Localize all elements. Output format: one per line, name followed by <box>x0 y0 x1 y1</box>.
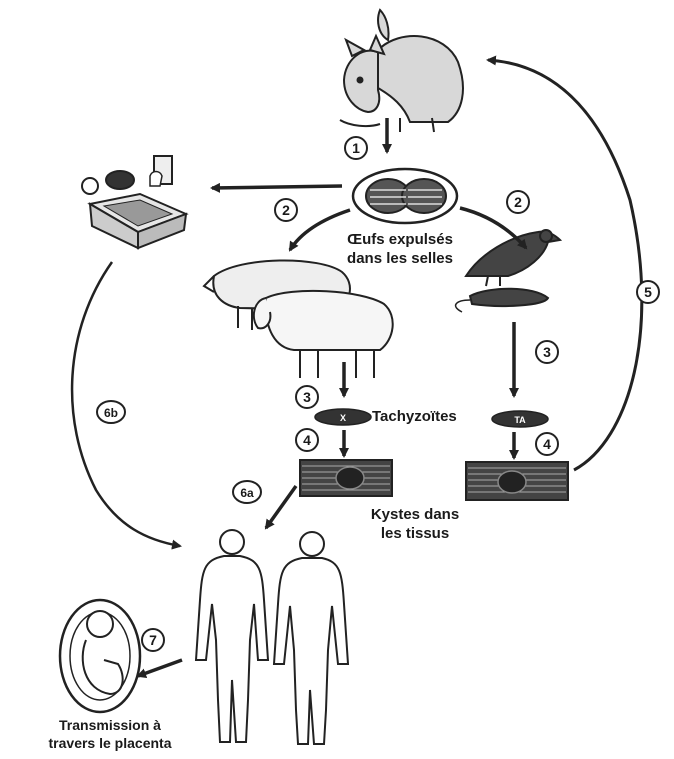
step-6b-marker: 6b <box>97 401 125 423</box>
svg-text:5: 5 <box>644 284 652 300</box>
svg-text:1: 1 <box>352 140 360 156</box>
svg-text:4: 4 <box>303 432 311 448</box>
svg-text:3: 3 <box>303 389 311 405</box>
human-female-figure <box>196 530 268 742</box>
step-1-marker: 1 <box>345 137 367 159</box>
step-5-marker: 5 <box>637 281 659 303</box>
tachyzoite-right-badge: TA <box>514 415 526 425</box>
tissue-cyst-left <box>300 460 392 496</box>
svg-text:2: 2 <box>514 194 522 210</box>
svg-text:7: 7 <box>149 632 157 648</box>
svg-text:3: 3 <box>543 344 551 360</box>
step-6a-marker: 6a <box>233 481 261 503</box>
kystes-label-line-2: les tissus <box>350 524 480 543</box>
eggs-label-line-1: Œufs expulsés <box>320 230 480 249</box>
svg-text:6a: 6a <box>240 486 254 500</box>
tachyzoite-left: X <box>315 409 371 425</box>
transmission-label: Transmission à travers le placenta <box>20 716 200 752</box>
fetus-in-womb-illustration <box>60 600 140 712</box>
cat-illustration <box>340 10 463 132</box>
step-4-right-marker: 4 <box>536 433 558 455</box>
tissue-cyst-right <box>466 462 568 500</box>
transmission-label-line-2: travers le placenta <box>20 734 200 752</box>
transmission-label-line-1: Transmission à <box>20 716 200 734</box>
kystes-label: Kystes dans les tissus <box>350 505 480 543</box>
svg-text:4: 4 <box>543 436 551 452</box>
tachyzoite-left-badge: X <box>340 413 346 423</box>
oocyst-eggs <box>353 169 457 223</box>
step-3-right-marker: 3 <box>536 341 558 363</box>
kystes-label-line-1: Kystes dans <box>350 505 480 524</box>
tachyzoites-label: Tachyzoïtes <box>372 408 512 425</box>
svg-text:2: 2 <box>282 202 290 218</box>
svg-text:6b: 6b <box>104 406 118 420</box>
litter-tray-and-food <box>82 156 186 248</box>
step-4-left-marker: 4 <box>296 429 318 451</box>
human-male-figure <box>274 532 348 744</box>
pig-and-sheep-illustration <box>204 260 393 378</box>
step-3-left-marker: 3 <box>296 386 318 408</box>
step-7-marker: 7 <box>142 629 164 651</box>
eggs-label-line-2: dans les selles <box>320 249 480 268</box>
eggs-label: Œufs expulsés dans les selles <box>320 230 480 268</box>
step-2-right-marker: 2 <box>507 191 529 213</box>
step-2-left-marker: 2 <box>275 199 297 221</box>
